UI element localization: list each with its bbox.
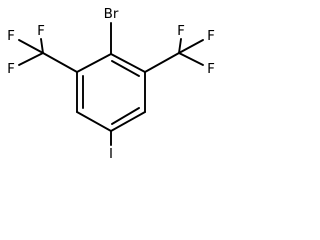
- fluorine-atom-label-right-top: F: [177, 23, 185, 39]
- bond-c6-cf3-left: [42, 52, 78, 73]
- ring-double-bond-c1-c2: [111, 60, 140, 77]
- iodine-atom-label: I: [109, 146, 113, 162]
- ring-double-bond-c3-c4: [111, 107, 140, 125]
- ring-bond-c6-c1: [76, 53, 112, 73]
- fluorine-atom-label-right-lower: F: [207, 61, 215, 77]
- fluorine-atom-label-left-upper: F: [7, 28, 15, 44]
- bond-right-cf3-f-right: [178, 39, 204, 54]
- bond-c2-cf3-right: [144, 52, 180, 73]
- ring-bond-c3-c4: [110, 111, 146, 132]
- molecule-structure-diagram: Br I F F F F F F: [7, 6, 215, 162]
- benzene-ring: [76, 53, 146, 132]
- fluorine-atom-label-left-top: F: [37, 23, 45, 39]
- bond-right-cf3-f-top: [178, 38, 182, 54]
- right-trifluoromethyl-group: [144, 38, 204, 73]
- bond-left-cf3-f-bottom: [18, 52, 44, 66]
- bromine-atom-label: Br: [104, 6, 119, 22]
- bond-right-cf3-f-bottom: [178, 52, 204, 66]
- left-trifluoromethyl-group: [18, 38, 78, 73]
- bond-left-cf3-f-top: [40, 38, 44, 54]
- bond-left-cf3-f-left: [18, 39, 44, 54]
- ring-bond-c1-c2: [110, 53, 146, 73]
- ring-bond-c4-c5: [76, 111, 112, 132]
- fluorine-atom-label-left-lower: F: [7, 61, 15, 77]
- fluorine-atom-label-right-upper: F: [207, 28, 215, 44]
